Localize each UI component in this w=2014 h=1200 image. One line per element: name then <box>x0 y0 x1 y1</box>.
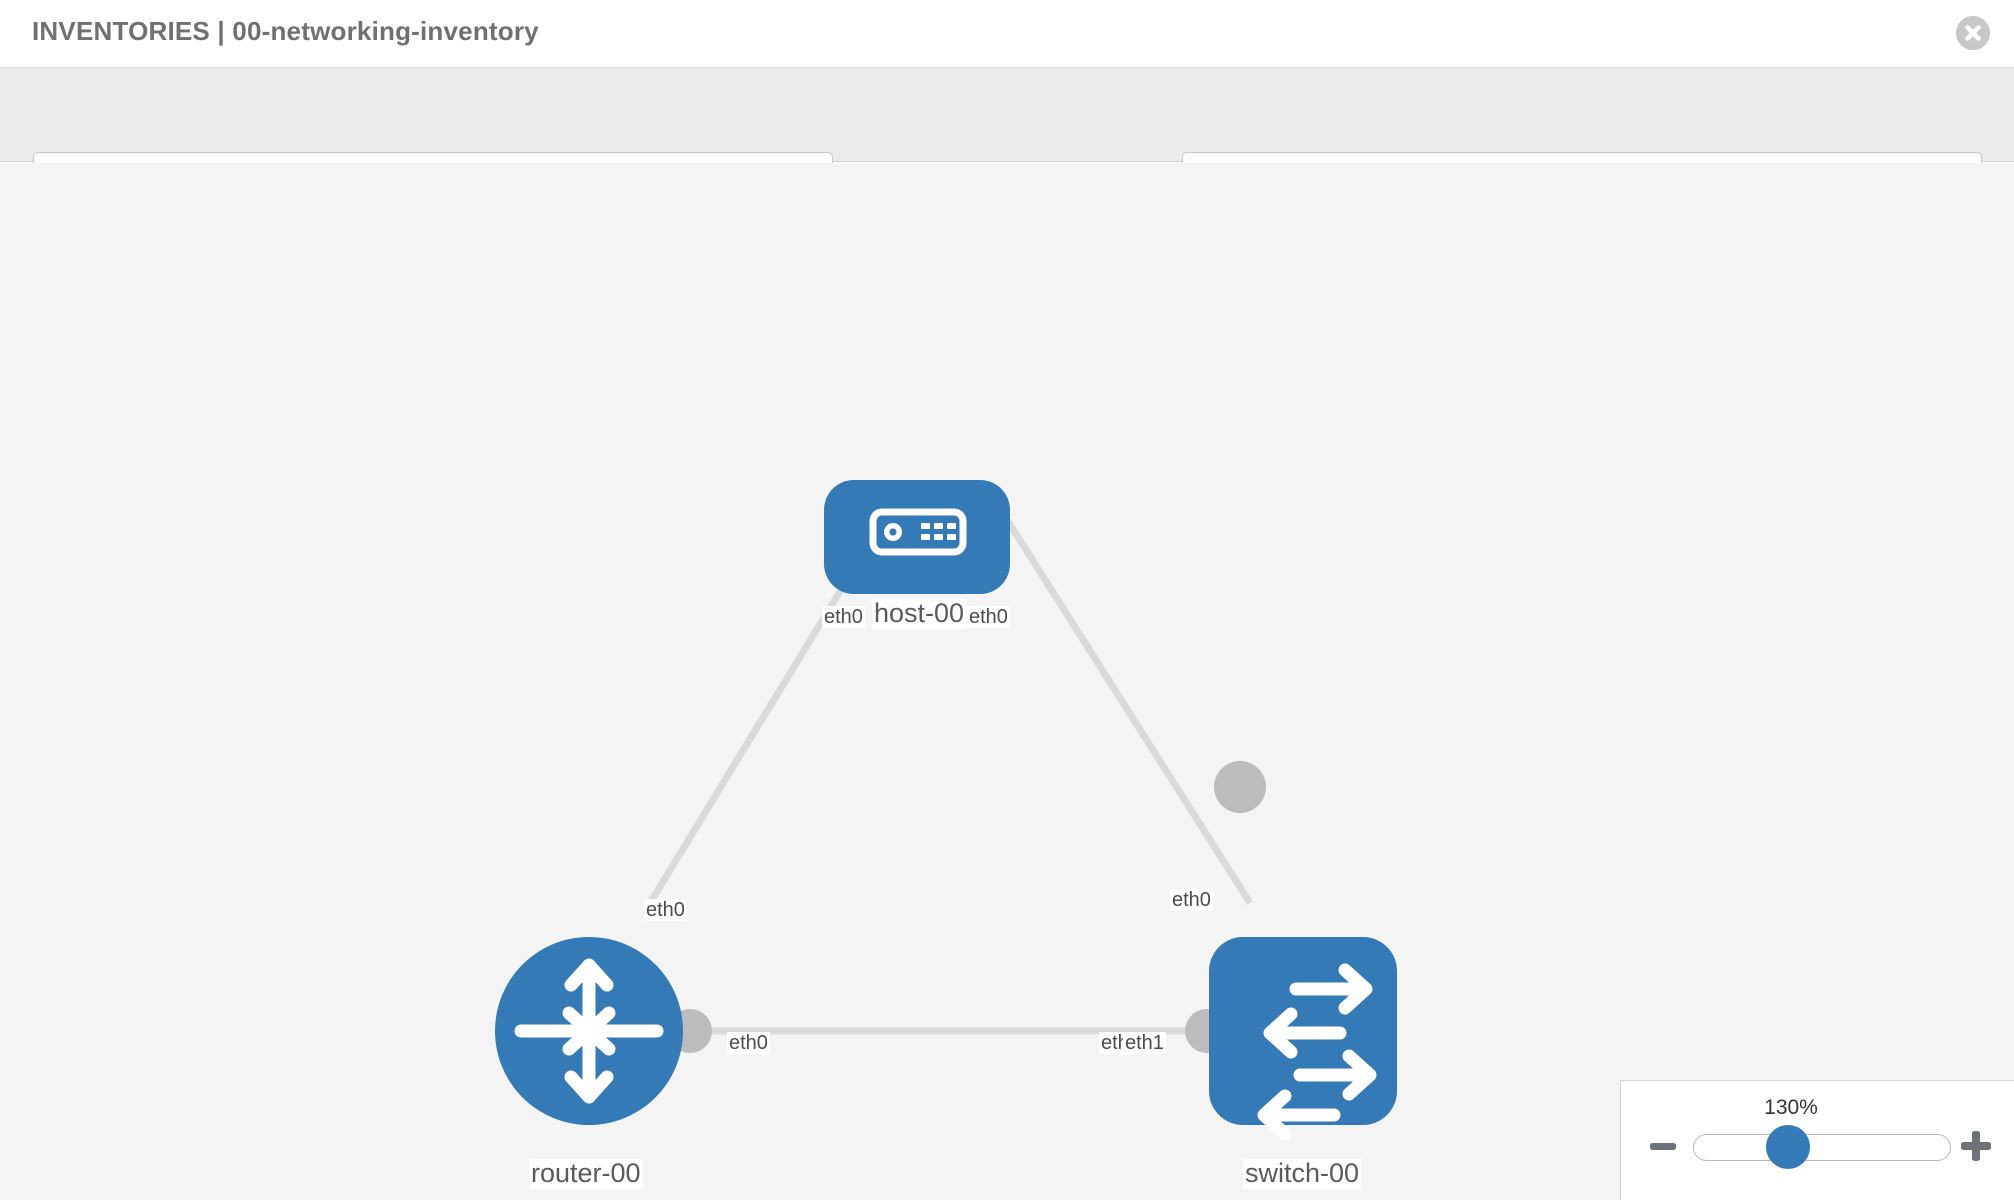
switch-arrows-icon <box>1257 963 1377 1141</box>
server-icon-details <box>884 523 956 541</box>
toolbar: ACTIONS SEARCH <box>0 68 2014 208</box>
node-host-00 <box>824 480 1010 594</box>
topology-canvas[interactable]: eth0 eth0 eth0 eth0 eth0 eth eth1 host-0… <box>0 163 2014 1200</box>
edge-label: eth0 <box>1170 889 1213 911</box>
node-label-router-00: router-00 <box>529 1158 643 1189</box>
edge-label: eth1 <box>1123 1032 1166 1054</box>
page-header: INVENTORIES | 00-networking-inventory <box>0 0 2014 68</box>
edge-label: eth0 <box>822 606 865 628</box>
link-host-switch <box>987 491 1253 905</box>
minus-icon[interactable] <box>1649 1133 1677 1161</box>
zoom-percent-label: 130% <box>1764 1096 1818 1119</box>
node-switch-00 <box>1209 937 1397 1141</box>
node-router-00 <box>495 937 683 1125</box>
page-title: INVENTORIES | 00-networking-inventory <box>32 16 539 46</box>
zoom-slider-track[interactable] <box>1693 1134 1951 1161</box>
router-arrows-icon <box>514 958 664 1104</box>
node-label-switch-00: switch-00 <box>1243 1158 1362 1189</box>
zoom-control-panel: 130% <box>1620 1080 2014 1200</box>
plus-icon[interactable] <box>1959 1129 1993 1163</box>
close-icon[interactable] <box>1956 16 1990 50</box>
edge-label: eth0 <box>967 606 1010 628</box>
node-label-host-00: host-00 <box>872 598 967 629</box>
edge-label: eth0 <box>727 1032 770 1054</box>
zoom-slider-thumb[interactable] <box>1766 1125 1810 1169</box>
edge-label: eth <box>1099 1032 1131 1054</box>
server-icon <box>869 508 967 556</box>
socket-switch-top <box>1214 761 1266 813</box>
edge-label: eth0 <box>644 899 687 921</box>
